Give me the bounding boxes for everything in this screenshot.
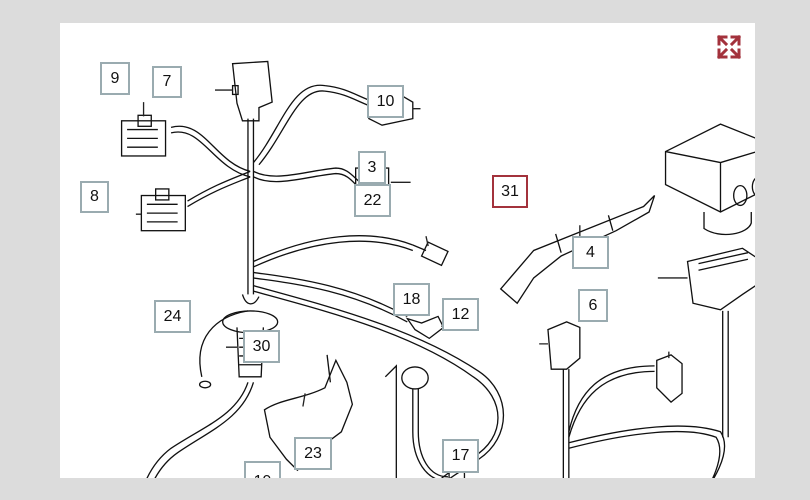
connector-18 bbox=[405, 315, 445, 340]
callout-23[interactable]: 23 bbox=[294, 437, 332, 470]
connector-12 bbox=[547, 321, 581, 370]
connector-4 bbox=[686, 247, 755, 311]
callout-10[interactable]: 10 bbox=[367, 85, 404, 118]
callout-6[interactable]: 6 bbox=[578, 289, 608, 322]
harness-branch-18 bbox=[253, 271, 408, 323]
connector-22 bbox=[412, 241, 449, 267]
callout-8[interactable]: 8 bbox=[80, 181, 109, 213]
callout-31[interactable]: 31 bbox=[492, 175, 528, 208]
harness-trunk bbox=[247, 118, 255, 295]
harness-right-vertical bbox=[722, 310, 729, 438]
callout-19[interactable]: 19 bbox=[244, 461, 281, 478]
callout-17[interactable]: 17 bbox=[442, 439, 479, 473]
harness-branch-lower bbox=[146, 382, 255, 478]
harness-right-loop bbox=[568, 425, 726, 478]
callout-18[interactable]: 18 bbox=[393, 283, 430, 316]
callout-3[interactable]: 3 bbox=[358, 151, 386, 184]
callout-9[interactable]: 9 bbox=[100, 62, 130, 95]
sensor-23 bbox=[384, 364, 466, 478]
harness-branch-3 bbox=[253, 167, 361, 188]
harness-branch-10 bbox=[252, 84, 375, 166]
harness-branch-22 bbox=[253, 235, 414, 268]
connector-7 bbox=[231, 60, 273, 122]
harness-branch-9 bbox=[170, 125, 251, 178]
callout-12[interactable]: 12 bbox=[442, 298, 479, 331]
harness-right bbox=[562, 369, 570, 478]
connector-8 bbox=[140, 188, 186, 232]
expand-arrows-icon[interactable] bbox=[716, 34, 742, 60]
rail-31 bbox=[499, 195, 656, 305]
harness-right-branch6 bbox=[568, 365, 655, 438]
callout-7[interactable]: 7 bbox=[152, 66, 182, 98]
ground-wire bbox=[199, 310, 249, 377]
connector-6 bbox=[656, 354, 683, 404]
diagram-panel: 9 7 10 3 8 22 31 4 18 12 6 24 30 23 17 1… bbox=[60, 23, 755, 478]
abs-module bbox=[664, 123, 755, 236]
callout-24[interactable]: 24 bbox=[154, 300, 191, 333]
callout-4[interactable]: 4 bbox=[572, 236, 609, 269]
callout-22[interactable]: 22 bbox=[354, 184, 391, 217]
harness-branch-8 bbox=[187, 170, 251, 208]
callout-30[interactable]: 30 bbox=[243, 330, 280, 363]
connector-9 bbox=[120, 114, 167, 157]
